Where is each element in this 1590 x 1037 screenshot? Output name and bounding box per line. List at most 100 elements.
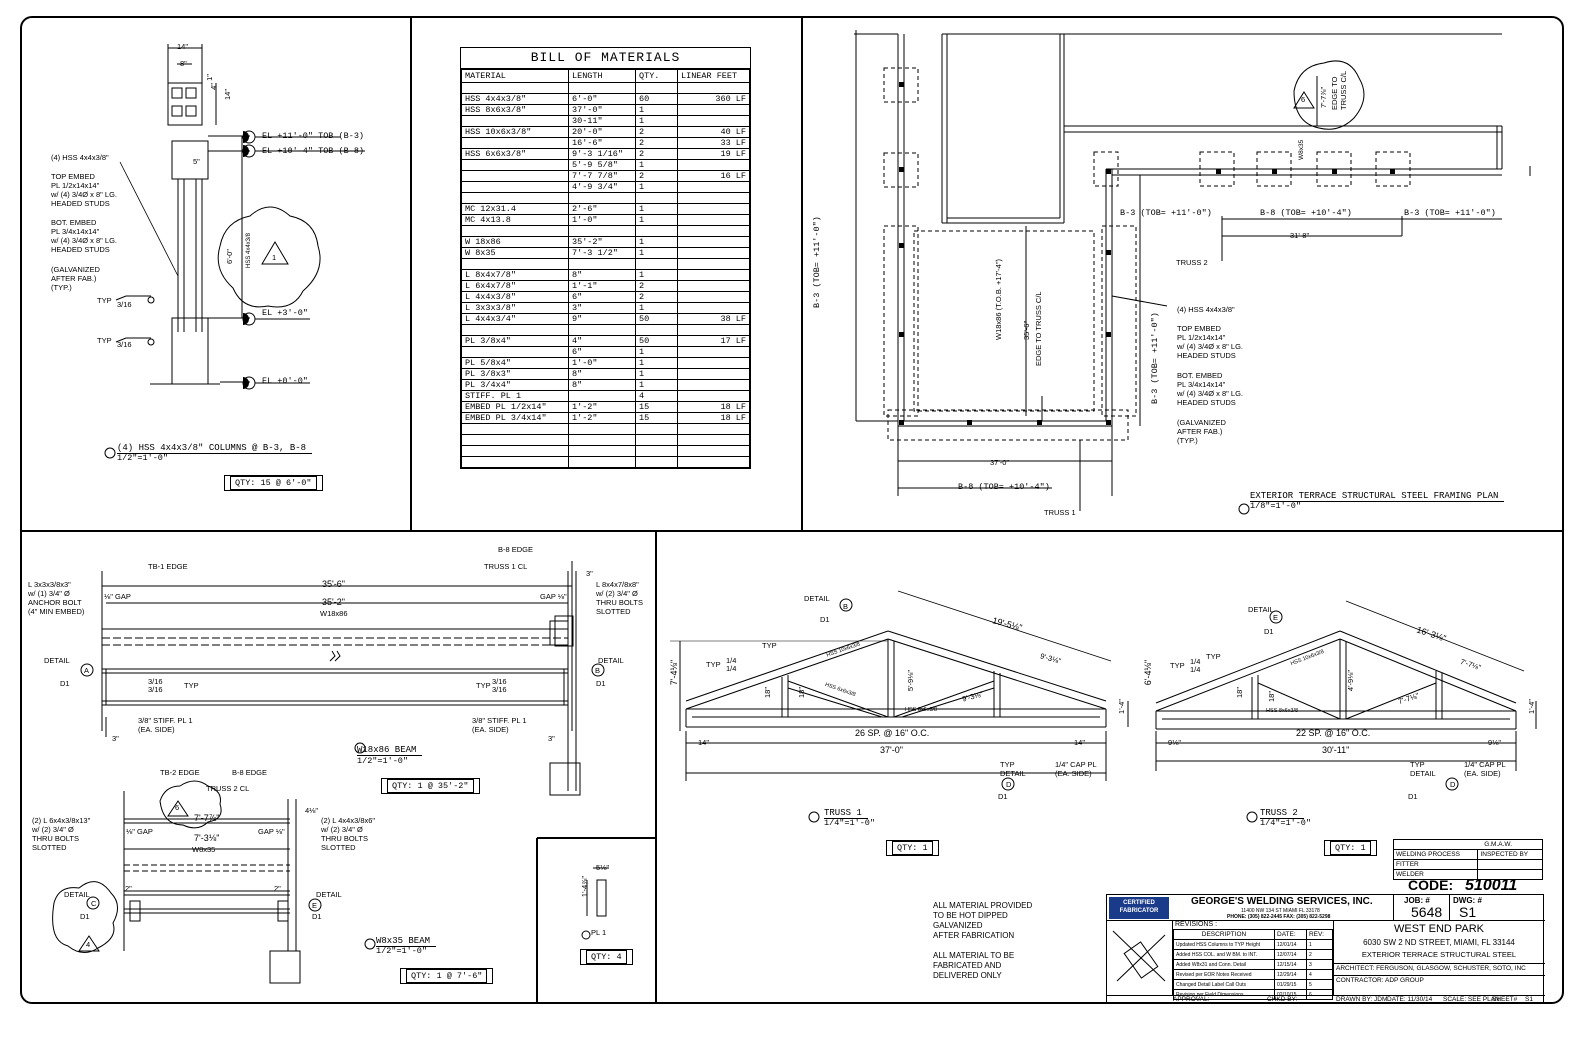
bom-cell xyxy=(461,159,569,171)
t2-dim-18b: 18" xyxy=(1267,690,1277,703)
bom-cell xyxy=(568,445,636,457)
t2-dim-1: 1'-4" xyxy=(1526,699,1536,714)
bom-cell xyxy=(677,423,750,435)
bom-cell: 19 LF xyxy=(677,148,750,160)
t1-w2: 1/4 xyxy=(726,664,737,673)
t1-detail-b: B xyxy=(843,602,849,611)
bom-row xyxy=(461,258,750,270)
t2-dim-6: 6'-4⅛" xyxy=(1143,659,1154,686)
detail-b: B xyxy=(595,666,601,675)
dim-5: 5" xyxy=(193,157,200,166)
bom-cell: 50 xyxy=(635,313,678,325)
pl1-dim-5: 5⅛" xyxy=(596,863,610,872)
b8-edge: B-8 EDGE xyxy=(498,545,534,554)
bom-cell: 15 xyxy=(635,412,678,424)
plan-b3-top2: B-3 (TOB= +11'-0") xyxy=(1404,208,1496,218)
t1-dim-18b: 18" xyxy=(797,686,807,699)
bom-cell: 1 xyxy=(635,368,678,380)
revision-cell: 4 xyxy=(1305,969,1334,980)
bom-cell: PL 3/8x3" xyxy=(461,368,569,380)
dim-35-2: 35'-2" xyxy=(322,597,345,607)
bom-cell xyxy=(461,258,569,270)
w18-label: W18x86 xyxy=(320,609,348,618)
bom-cell: W 8x35 xyxy=(461,247,569,259)
bom-cell xyxy=(677,445,750,457)
t1-spacing: 26 SP. @ 16" O.C. xyxy=(855,728,930,738)
bom-cell xyxy=(461,346,569,358)
bom-cell: 33 LF xyxy=(677,137,750,149)
bom-cell: 9'-3 1/16" xyxy=(568,148,636,160)
dwg-number: S1 xyxy=(1459,904,1477,920)
bom-header-material: MATERIAL xyxy=(461,69,569,83)
bom-cell xyxy=(568,390,636,402)
bom-cell xyxy=(677,324,750,336)
revision-cell: 01/29/15 xyxy=(1274,979,1307,990)
bom-cell xyxy=(677,115,750,127)
bom-cell xyxy=(635,456,678,468)
t2-detail-e: E xyxy=(1273,613,1279,622)
bom-cell: L 3x3x3/8" xyxy=(461,302,569,314)
dwg-label: DWG: # xyxy=(1453,896,1482,905)
d1-c: D1 xyxy=(80,912,90,921)
rev-desc-header: DESCRIPTION xyxy=(1173,929,1275,940)
bom-cell xyxy=(568,423,636,435)
t2-typ-detail: TYP DETAIL xyxy=(1410,760,1436,778)
bom-cell xyxy=(635,225,678,237)
approval: APPROVAL: xyxy=(1173,996,1210,1003)
plan-edge2: EDGE TO TRUSS C/L xyxy=(1330,70,1348,110)
revision-row: Revision per Field Dimensions02/10/156 xyxy=(1173,989,1334,1000)
detail-c-label: DETAIL xyxy=(64,890,90,899)
beam1-scale: 1/2"=1'-0" xyxy=(357,756,409,766)
t1-dim-7: 7'-4⅛" xyxy=(669,659,680,686)
stiff-left: 3/8" STIFF. PL 1 (EA. SIDE) xyxy=(138,716,193,734)
bom-cell: 2 xyxy=(635,126,678,138)
tb2-edge: TB-2 EDGE xyxy=(160,768,200,777)
beam2-left-note: (2) L 6x4x3/8x13" w/ (2) 3/4" Ø THRU BOL… xyxy=(32,816,91,852)
bom-row xyxy=(461,82,750,94)
bom-cell xyxy=(635,258,678,270)
bom-row xyxy=(461,225,750,237)
bom-cell: 35'-2" xyxy=(568,236,636,248)
weld-size-2: 3/16 xyxy=(117,340,132,349)
plan-truss2: TRUSS 2 xyxy=(1176,258,1208,267)
bom-cell xyxy=(677,357,750,369)
t2-d1: D1 xyxy=(1264,627,1274,636)
bom-row xyxy=(461,445,750,457)
bom-cell: PL 3/4x4" xyxy=(461,379,569,391)
pl1-dim-1: 1'-4⅞" xyxy=(580,875,590,898)
bom-cell xyxy=(461,115,569,127)
bom-row xyxy=(461,324,750,336)
bom-cell xyxy=(677,379,750,391)
dim-3-right: 3" xyxy=(548,734,555,743)
beam1-qty: QTY: 1 @ 35'-2" xyxy=(381,778,480,794)
bom-cell: 2 xyxy=(635,137,678,149)
weld-2: 3/16 xyxy=(148,685,163,694)
bom-cell: 3" xyxy=(568,302,636,314)
bom-title: BILL OF MATERIALS xyxy=(461,48,750,69)
bom-cell xyxy=(635,324,678,336)
general-notes: ALL MATERIAL PROVIDED TO BE HOT DIPPED G… xyxy=(933,901,1033,980)
gap-left: ⅛" GAP xyxy=(104,592,131,601)
revision-row: Added HSS COL. and W BM. to INT.12/07/14… xyxy=(1173,949,1334,960)
code-row: CODE: 510011 xyxy=(1408,877,1517,895)
bom-cell: 17 LF xyxy=(677,335,750,347)
bom-cell: MC 12x31.4 xyxy=(461,203,569,215)
bom-row: L 3x3x3/8"3"1 xyxy=(461,302,750,314)
typ-label-2: TYP xyxy=(97,336,112,345)
bom-cell: 2 xyxy=(635,148,678,160)
scale: SCALE: SEE PLAN xyxy=(1443,996,1500,1003)
bom-cell xyxy=(461,324,569,336)
bom-cell xyxy=(677,368,750,380)
weld-1: 3/16 xyxy=(148,677,163,686)
welder: WELDER xyxy=(1392,869,1479,880)
plan-dim-31: 31'-8" xyxy=(1290,231,1310,240)
bom-row: HSS 8x6x3/8"37'-0"1 xyxy=(461,104,750,116)
certified-badge: CERTIFIED FABRICATOR xyxy=(1109,897,1169,919)
